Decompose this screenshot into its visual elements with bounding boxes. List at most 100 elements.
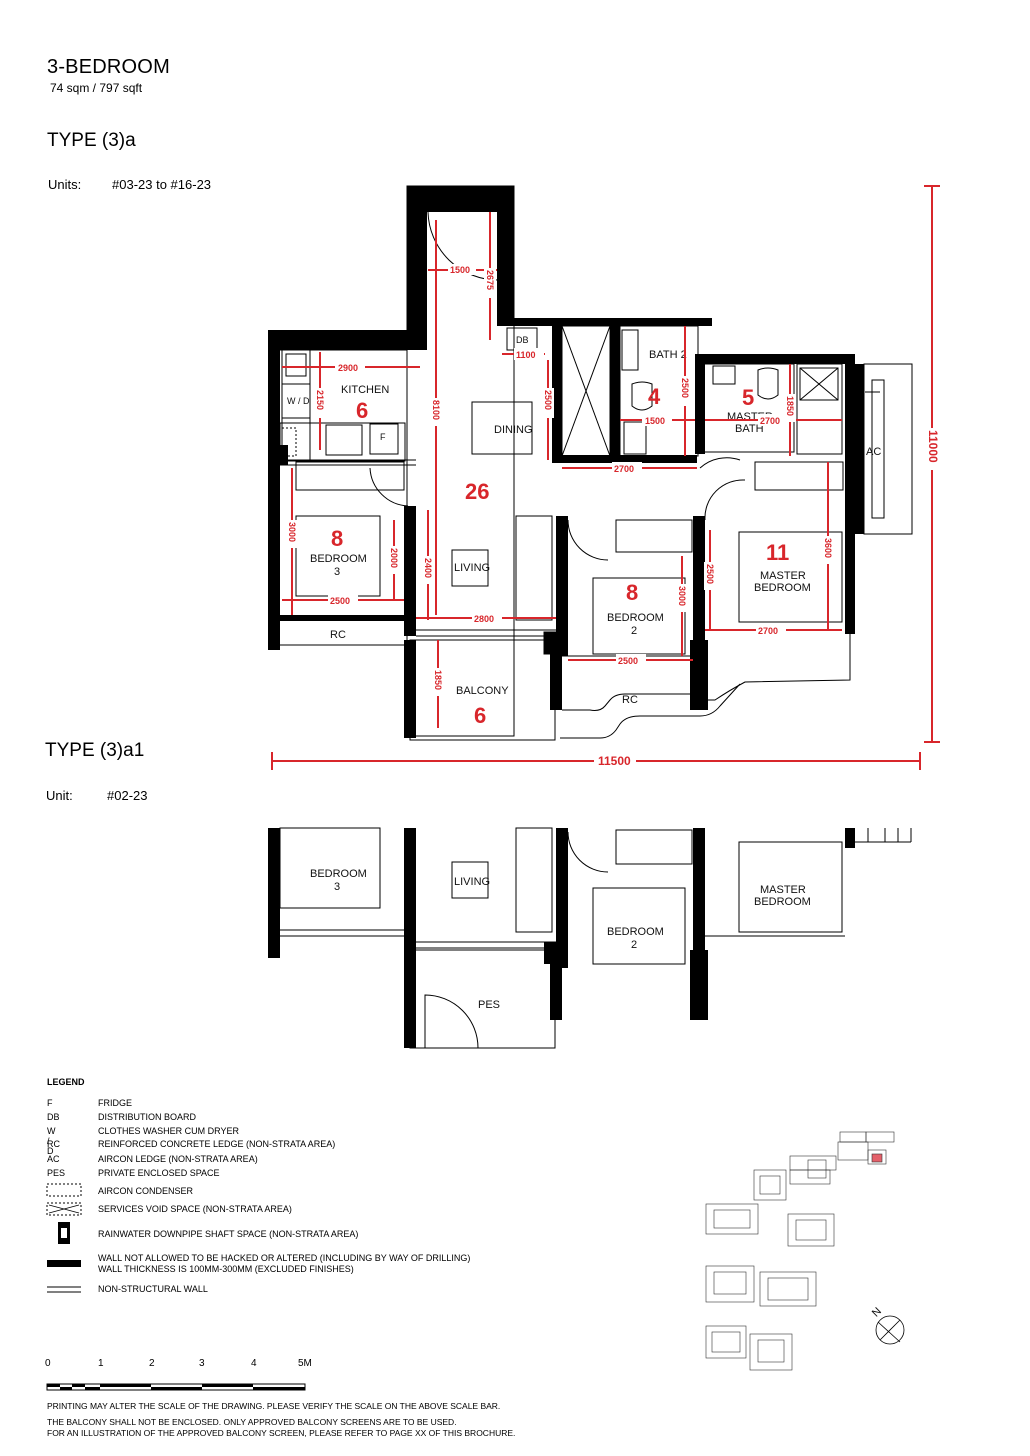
room-label-bath2: BATH 2 <box>649 349 687 361</box>
legend-code: W / D <box>47 1126 56 1156</box>
scale-tick-2: 2 <box>149 1358 155 1369</box>
legend-desc: AIRCON CONDENSER <box>98 1186 194 1196</box>
room-label-living: LIVING <box>454 562 490 574</box>
fridge-label: F <box>380 432 386 442</box>
unit-area: 74 sqm / 797 sqft <box>50 81 143 95</box>
area-bedroom3: 8 <box>331 526 343 551</box>
area-master-bedroom: 11 <box>766 540 789 565</box>
legend-desc: PRIVATE ENCLOSED SPACE <box>98 1168 220 1178</box>
room-label-bedroom3-1: BEDROOM <box>310 553 367 565</box>
a1-label-bedroom3-1: BEDROOM <box>310 868 367 880</box>
dim-2700-master-bedroom: 2700 <box>758 626 778 636</box>
wd-label: W / D <box>287 396 310 406</box>
room-label-bedroom3-2: 3 <box>334 566 340 578</box>
room-label-master-bedroom-1: MASTER <box>760 570 806 582</box>
legend-desc: SERVICES VOID SPACE (NON-STRATA AREA) <box>98 1204 292 1214</box>
dim-2700-corridor: 2700 <box>614 464 634 474</box>
key-plan-block-21 <box>759 1271 817 1307</box>
dim-2675: 2675 <box>485 270 495 290</box>
units-label: Units: <box>48 177 82 192</box>
key-plan-block-23 <box>749 1333 793 1371</box>
area-master-bath: 5 <box>742 385 754 410</box>
legend-desc: REINFORCED CONCRETE LEDGE (NON-STRATA AR… <box>98 1139 336 1149</box>
room-label-rc-bottom: RC <box>622 694 638 706</box>
area-balcony: 6 <box>474 703 486 728</box>
downpipe-shaft-icon <box>58 1222 70 1244</box>
legend-code: RC <box>47 1139 60 1149</box>
unit-value: #02-23 <box>107 788 148 803</box>
a1-label-bedroom2-1: BEDROOM <box>607 926 664 938</box>
dim-2500-bath: 2500 <box>680 378 690 398</box>
key-plan-block-11 <box>705 1203 759 1235</box>
key-plan-block-17 <box>837 1131 895 1165</box>
key-plan <box>705 1131 905 1371</box>
scale-tick-4: 4 <box>251 1358 257 1369</box>
key-plan-block-16 <box>787 1213 835 1247</box>
type-a-title: TYPE (3)a <box>47 130 136 151</box>
thin-walls <box>279 185 913 741</box>
a1-label-bedroom2-2: 2 <box>631 939 637 951</box>
room-label-rc-left: RC <box>330 629 346 641</box>
plan-type-a1: BEDROOM 3 LIVING BEDROOM 2 MASTER BEDROO… <box>268 827 912 1049</box>
room-label-master-bedroom-2: BEDROOM <box>754 582 811 594</box>
structural-wall-icon <box>47 1260 81 1267</box>
north-label: N <box>870 1305 884 1319</box>
dim-3600: 3600 <box>823 538 833 558</box>
legend-desc: WALL THICKNESS IS 100MM-300MM (EXCLUDED … <box>98 1264 354 1274</box>
scale-tick-3: 3 <box>199 1358 205 1369</box>
dim-2900: 2900 <box>338 363 358 373</box>
structural-walls-a1 <box>268 828 855 1048</box>
key-plan-block-13 <box>789 1155 837 1185</box>
note-scale: PRINTING MAY ALTER THE SCALE OF THE DRAW… <box>47 1401 501 1411</box>
units-value: #03-23 to #16-23 <box>112 177 212 192</box>
note-balcony: THE BALCONY SHALL NOT BE ENCLOSED. ONLY … <box>47 1417 457 1427</box>
legend-desc: FRIDGE <box>98 1098 133 1108</box>
dim-2500-bedroom2-vertical: 2500 <box>705 564 715 584</box>
legend-desc: WALL NOT ALLOWED TO BE HACKED OR ALTERED… <box>98 1253 471 1263</box>
dim-3000-bedroom2: 3000 <box>677 586 687 606</box>
type-a1-title: TYPE (3)a1 <box>45 740 145 761</box>
legend-desc: DISTRIBUTION BOARD <box>98 1112 197 1122</box>
area-bath2: 4 <box>648 384 661 409</box>
scale-tick-1: 1 <box>98 1358 104 1369</box>
room-label-bedroom2-1: BEDROOM <box>607 612 664 624</box>
a1-label-living: LIVING <box>454 876 490 888</box>
a1-label-master-bedroom-2: BEDROOM <box>754 896 811 908</box>
dim-2500-dining: 2500 <box>543 390 553 410</box>
dim-2700-master-bath: 2700 <box>760 416 780 426</box>
dimension-labels-vertical: 2675 2150 8100 2500 2500 1850 3000 2000 … <box>286 268 940 696</box>
services-void-icon <box>46 1202 82 1216</box>
dim-overall-width: 11500 <box>598 754 631 768</box>
room-label-master-bath-2: BATH <box>735 423 764 435</box>
area-living-dining: 26 <box>465 479 489 504</box>
dim-2400: 2400 <box>423 558 433 578</box>
legend-symbols <box>46 1183 82 1293</box>
area-kitchen: 6 <box>356 398 368 423</box>
db-label: DB <box>516 335 529 345</box>
dim-2500-bedroom3: 2500 <box>330 596 350 606</box>
room-label-dining: DINING <box>494 424 533 436</box>
note-balcony-screen: FOR AN ILLUSTRATION OF THE APPROVED BALC… <box>47 1428 516 1438</box>
dim-1100: 1100 <box>516 350 536 360</box>
legend-desc: CLOTHES WASHER CUM DRYER <box>98 1126 240 1136</box>
legend-code: F <box>47 1098 53 1108</box>
dim-2150: 2150 <box>315 390 325 410</box>
legend-desc: NON-STRUCTURAL WALL <box>98 1284 208 1294</box>
dim-2800: 2800 <box>474 614 494 624</box>
dim-overall-height: 11000 <box>926 430 940 463</box>
room-label-kitchen: KITCHEN <box>341 384 389 396</box>
north-arrow-icon <box>875 1315 905 1345</box>
dim-2500-bedroom2: 2500 <box>618 656 638 666</box>
dim-2000: 2000 <box>389 548 399 568</box>
aircon-condenser-icon <box>46 1183 82 1197</box>
legend-desc: RAINWATER DOWNPIPE SHAFT SPACE (NON-STRA… <box>98 1229 359 1239</box>
legend-desc: AIRCON LEDGE (NON-STRATA AREA) <box>98 1154 258 1164</box>
non-structural-wall-icon <box>47 1286 81 1293</box>
scale-tick-0: 0 <box>45 1358 51 1369</box>
plan-type-a: KITCHEN W / D F DB DINING LIVING BATH 2 … <box>268 185 940 770</box>
thin-walls-a1 <box>279 827 912 1049</box>
a1-label-master-bedroom-1: MASTER <box>760 884 806 896</box>
dim-1500-bath: 1500 <box>645 416 665 426</box>
dim-1850-balcony: 1850 <box>433 670 443 690</box>
page-title: 3-BEDROOM <box>47 56 170 78</box>
